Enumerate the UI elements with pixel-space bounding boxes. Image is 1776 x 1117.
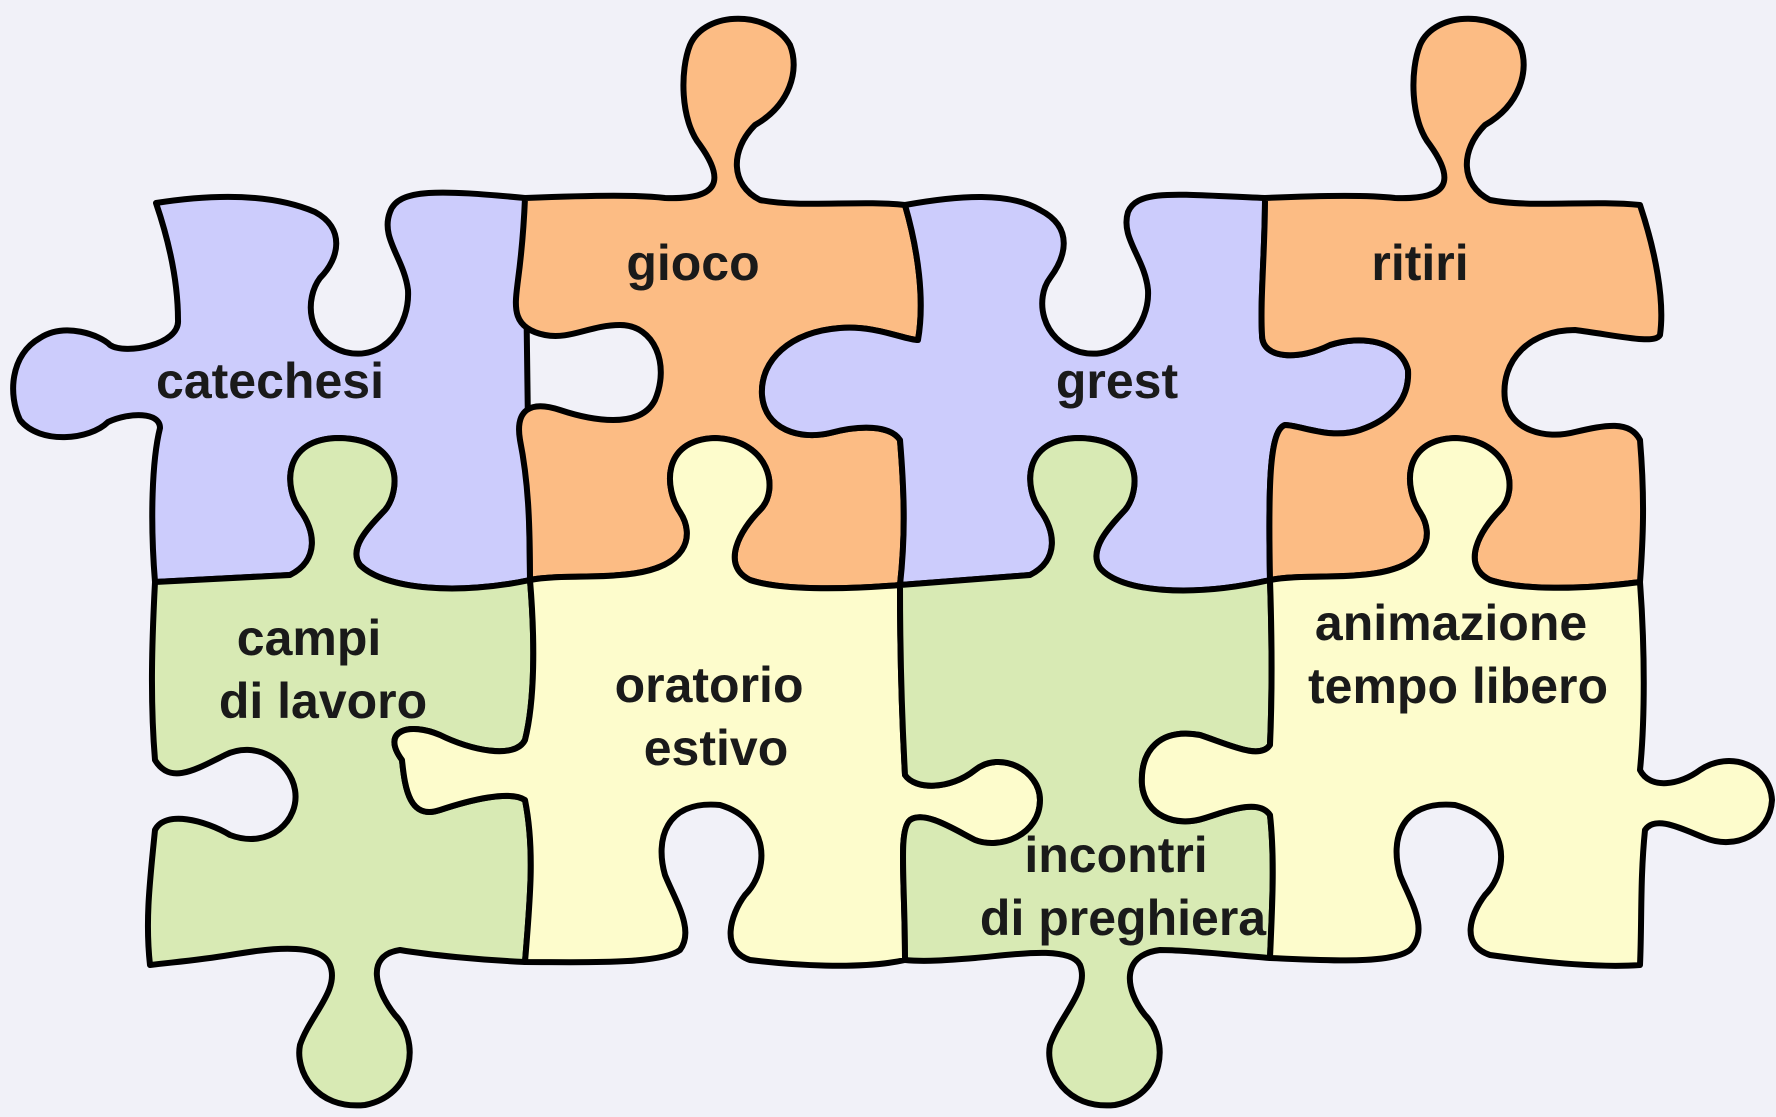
label-incontri-line-2: di preghiera bbox=[980, 890, 1267, 946]
label-grest-line-1: grest bbox=[1056, 353, 1179, 409]
label-ritiri-line-1: ritiri bbox=[1371, 235, 1468, 291]
label-grest: grest bbox=[1056, 353, 1179, 409]
label-animazione-line-2: tempo libero bbox=[1308, 658, 1608, 714]
label-gioco: gioco bbox=[626, 235, 759, 291]
label-campi-line-1: campi bbox=[237, 610, 382, 666]
label-oratorio-line-1: oratorio bbox=[615, 657, 804, 713]
label-oratorio-line-2: estivo bbox=[644, 720, 789, 776]
label-catechesi: catechesi bbox=[156, 353, 384, 409]
label-gioco-line-1: gioco bbox=[626, 235, 759, 291]
label-animazione-line-1: animazione bbox=[1315, 595, 1587, 651]
label-campi-line-2: di lavoro bbox=[219, 673, 427, 729]
label-ritiri: ritiri bbox=[1371, 235, 1468, 291]
label-incontri-line-1: incontri bbox=[1024, 827, 1207, 883]
label-catechesi-line-1: catechesi bbox=[156, 353, 384, 409]
